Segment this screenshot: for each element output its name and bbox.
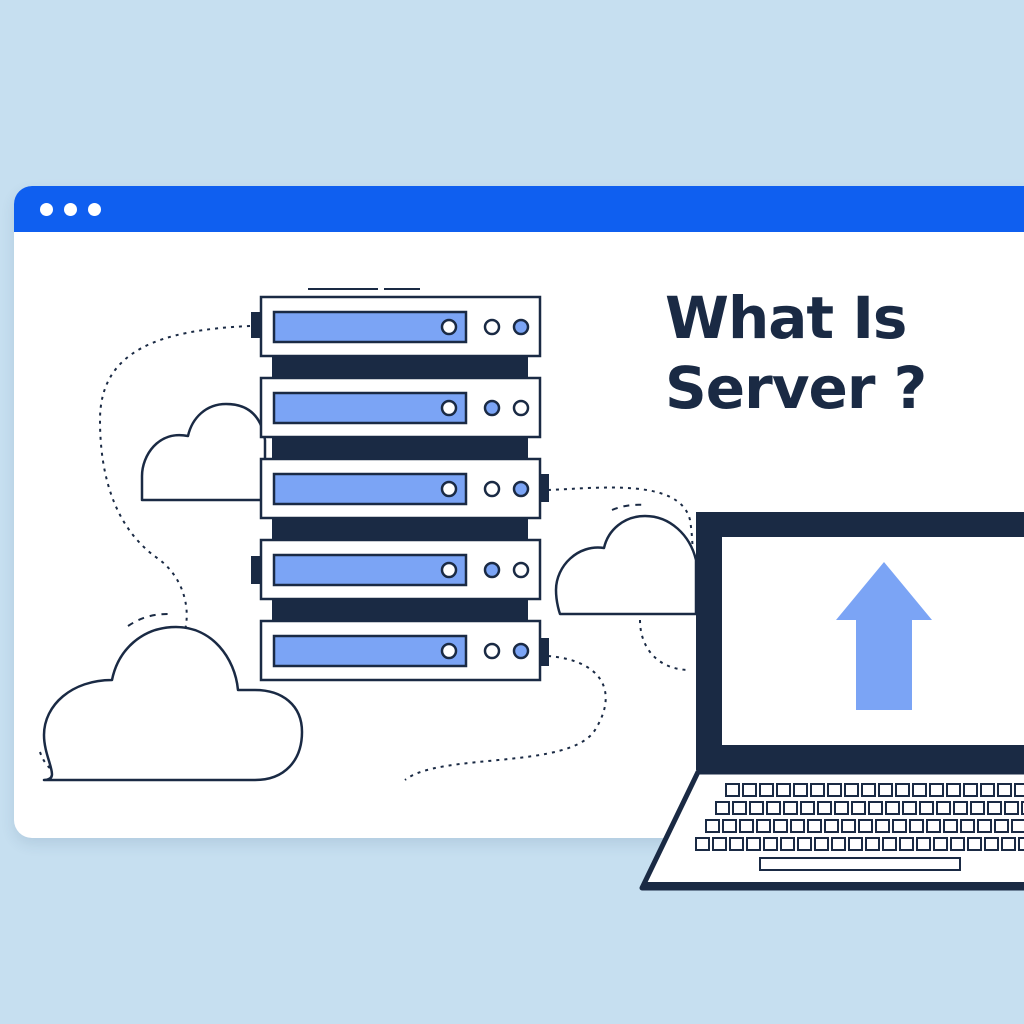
keyboard-key [773, 819, 788, 833]
keyboard-key [834, 801, 849, 815]
keyboard-key [722, 819, 737, 833]
keyboard-key [865, 837, 880, 851]
keyboard-key [824, 819, 839, 833]
keyboard-key [875, 819, 890, 833]
keyboard-key [953, 801, 968, 815]
keyboard-key [885, 801, 900, 815]
keyboard-key [756, 819, 771, 833]
cloud-icon [140, 402, 267, 502]
keyboard-key [936, 801, 951, 815]
keyboard-key [950, 837, 965, 851]
keyboard-key [858, 819, 873, 833]
keyboard-key [739, 819, 754, 833]
upload-arrow-icon [836, 562, 932, 710]
keyboard-key [827, 783, 842, 797]
window-dot-icon [64, 203, 77, 216]
keyboard-key [797, 837, 812, 851]
keyboard-key [763, 837, 778, 851]
keyboard-key [902, 801, 917, 815]
keyboard-key [963, 783, 978, 797]
window-dot-icon [40, 203, 53, 216]
keyboard-key [861, 783, 876, 797]
page-title: What Is Server ? [665, 283, 927, 423]
keyboard-key [800, 801, 815, 815]
keyboard-key [926, 819, 941, 833]
keyboard-key [960, 819, 975, 833]
keyboard-key [1014, 783, 1024, 797]
keyboard-key [987, 801, 1002, 815]
keyboard-key [851, 801, 866, 815]
keyboard-key [729, 837, 744, 851]
keyboard-key [841, 819, 856, 833]
server-rack-icon [251, 288, 549, 682]
cloud-icon [42, 625, 304, 782]
window-dot-icon [88, 203, 101, 216]
window-titlebar [14, 186, 1024, 232]
title-line-2: Server ? [665, 354, 927, 422]
keyboard-key [793, 783, 808, 797]
keyboard-key [994, 819, 1009, 833]
keyboard-key [882, 837, 897, 851]
keyboard-key [766, 801, 781, 815]
keyboard-key [807, 819, 822, 833]
keyboard-key [831, 837, 846, 851]
keyboard-key [844, 783, 859, 797]
keyboard-key [725, 783, 740, 797]
keyboard-key [943, 819, 958, 833]
keyboard-key [909, 819, 924, 833]
keyboard-key [1004, 801, 1019, 815]
keyboard-key [848, 837, 863, 851]
keyboard-key [695, 837, 710, 851]
keyboard-key [1001, 837, 1016, 851]
keyboard-key [817, 801, 832, 815]
keyboard-key [1021, 801, 1024, 815]
keyboard-key [967, 837, 982, 851]
keyboard-key [732, 801, 747, 815]
keyboard-spacebar [759, 857, 961, 871]
keyboard-key [759, 783, 774, 797]
keyboard-key [790, 819, 805, 833]
keyboard-key [895, 783, 910, 797]
keyboard-key [878, 783, 893, 797]
keyboard-key [1011, 819, 1024, 833]
cloud-icon [554, 514, 698, 616]
keyboard-key [997, 783, 1012, 797]
keyboard-key [810, 783, 825, 797]
keyboard-key [814, 837, 829, 851]
keyboard-key [970, 801, 985, 815]
keyboard-key [783, 801, 798, 815]
keyboard-key [912, 783, 927, 797]
keyboard-key [780, 837, 795, 851]
keyboard-key [712, 837, 727, 851]
keyboard [695, 783, 1024, 871]
keyboard-key [977, 819, 992, 833]
keyboard-key [1018, 837, 1024, 851]
keyboard-key [868, 801, 883, 815]
keyboard-key [749, 801, 764, 815]
keyboard-key [984, 837, 999, 851]
keyboard-key [946, 783, 961, 797]
keyboard-key [742, 783, 757, 797]
keyboard-key [715, 801, 730, 815]
keyboard-key [933, 837, 948, 851]
keyboard-key [919, 801, 934, 815]
laptop-icon [639, 512, 1024, 891]
keyboard-key [746, 837, 761, 851]
title-line-1: What Is [665, 284, 907, 352]
keyboard-key [892, 819, 907, 833]
keyboard-key [916, 837, 931, 851]
keyboard-key [776, 783, 791, 797]
keyboard-key [980, 783, 995, 797]
keyboard-key [899, 837, 914, 851]
keyboard-key [705, 819, 720, 833]
keyboard-key [929, 783, 944, 797]
